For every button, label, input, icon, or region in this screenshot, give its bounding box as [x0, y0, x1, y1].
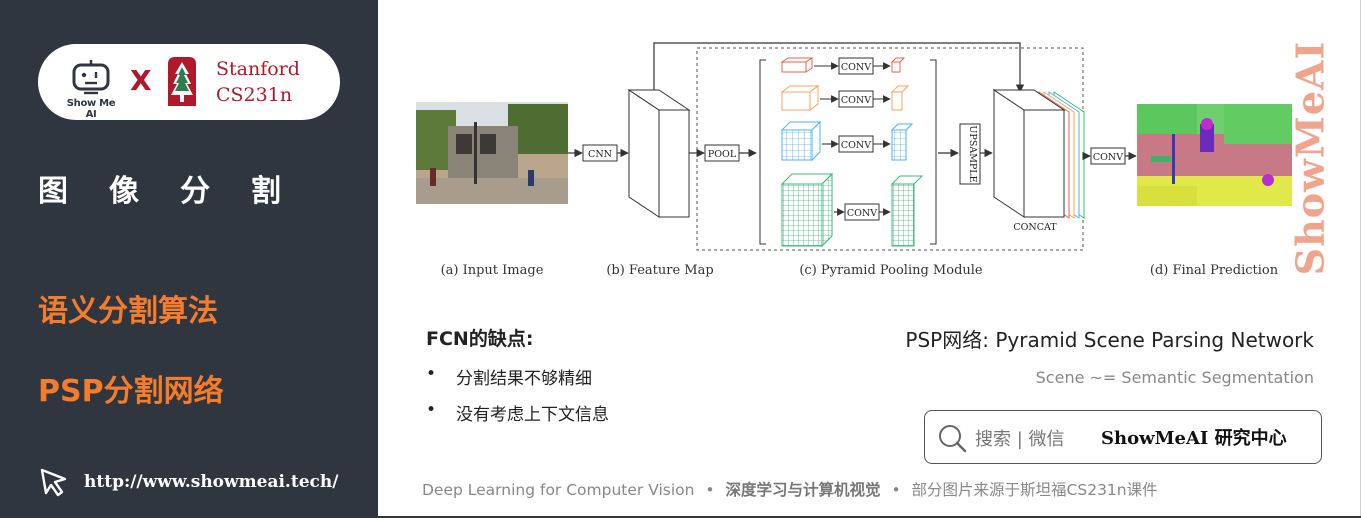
final-conv-label: CONV — [1093, 152, 1123, 163]
psp-architecture-diagram: CNN POOL CONV — [416, 42, 1292, 278]
showmeai-logo: Show Me AI — [60, 58, 122, 120]
showmeai-watermark: ShowMeAI — [1287, 40, 1333, 276]
conv-label-1: CONV — [841, 62, 871, 73]
stanford-tree-icon — [168, 57, 196, 106]
topic-psp-network[interactable]: PSP分割网络 — [38, 374, 224, 409]
robot-icon — [72, 60, 110, 95]
upsample-label: UPSAMPLE — [967, 125, 978, 182]
robot-logo-text: Show Me AI — [66, 98, 116, 120]
topic-semantic-segmentation[interactable]: 语义分割算法 — [38, 294, 218, 329]
footer-course: Deep Learning for Computer Vision — [422, 481, 695, 499]
stanford-course: CS231n — [216, 84, 293, 106]
search-hint: 搜索 | 微信 — [975, 429, 1065, 450]
caption-pyramid-pooling: (c) Pyramid Pooling Module — [799, 263, 983, 278]
pyramid-level-1: CONV — [780, 57, 906, 75]
conv-label-2: CONV — [841, 95, 871, 106]
cnn-label: CNN — [588, 149, 612, 160]
conv-label-4: CONV — [847, 208, 877, 219]
caption-final-prediction: (d) Final Prediction — [1150, 263, 1279, 278]
pyramid-level-2: CONV — [780, 85, 910, 111]
slide-content: CNN POOL CONV — [378, 0, 1361, 516]
psp-subtitle: Scene ~= Semantic Segmentation — [1035, 368, 1314, 387]
wechat-search-box[interactable]: 搜索 | 微信 ShowMeAI 研究中心 — [924, 410, 1322, 464]
brand-x-mark: X — [130, 64, 152, 97]
footer-credit: 部分图片来源于斯坦福CS231n课件 — [911, 481, 1158, 499]
pyramid-level-3: CONV — [780, 120, 914, 162]
list-item: •没有考虑上下文信息 — [426, 400, 609, 425]
feature-map — [627, 89, 691, 218]
input-image — [416, 102, 568, 204]
conv-label-3: CONV — [841, 140, 871, 151]
pyramid-level-4: CONV — [780, 172, 924, 248]
caption-feature-map: (b) Feature Map — [606, 263, 713, 278]
sidebar: Show Me AI X Stanford CS231n 图像分割 语义分割算法… — [0, 0, 378, 518]
site-url[interactable]: http://www.showmeai.tech/ — [84, 472, 339, 492]
section-title: 图像分割 — [38, 174, 322, 209]
fcn-bullets: •分割结果不够精细 •没有考虑上下文信息 — [426, 364, 609, 436]
search-icon — [939, 425, 967, 453]
footer: Deep Learning for Computer Vision • 深度学习… — [422, 481, 1158, 499]
caption-input-image: (a) Input Image — [441, 263, 544, 278]
psp-title: PSP网络: Pyramid Scene Parsing Network — [905, 328, 1314, 352]
concat-label: CONCAT — [1013, 222, 1057, 233]
concat-block — [992, 89, 1085, 219]
final-prediction-image — [1137, 104, 1292, 206]
stanford-name: Stanford — [216, 58, 300, 80]
fcn-title: FCN的缺点: — [426, 328, 534, 350]
brand-logo-pill: Show Me AI X Stanford CS231n — [38, 44, 340, 120]
footer-course-cn: 深度学习与计算机视觉 — [725, 481, 881, 499]
search-brand: ShowMeAI 研究中心 — [1101, 428, 1287, 449]
cursor-icon — [40, 468, 67, 497]
pool-label: POOL — [708, 149, 737, 160]
list-item: •分割结果不够精细 — [426, 364, 592, 389]
